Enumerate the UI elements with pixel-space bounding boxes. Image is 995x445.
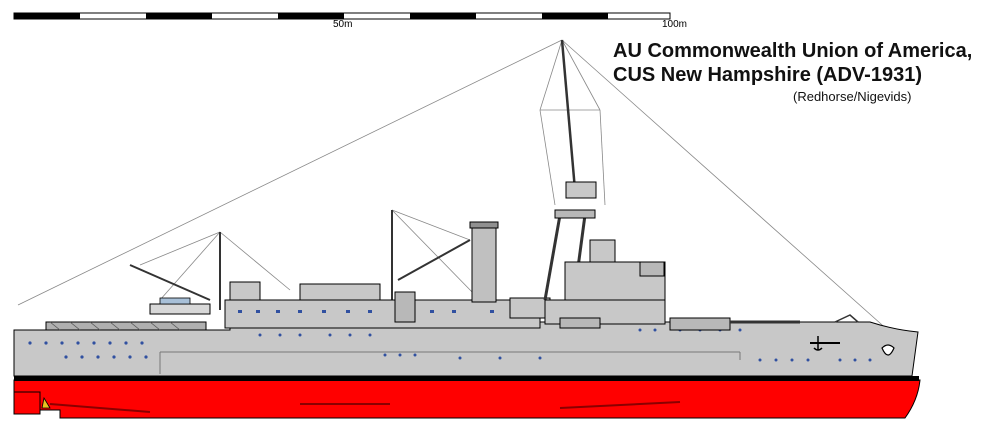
main-turrets [559,317,800,331]
scale-label-end: 100m [662,19,688,30]
propeller-rudder [13,391,151,415]
foremast [543,39,666,325]
bilge-keels [300,401,681,409]
title-line-2: CUS New Hampshire (ADV-1931) [613,64,922,86]
superstructure [224,221,551,329]
aft-catapult [45,297,211,331]
aft-crane [129,210,471,310]
boot-top [14,376,919,381]
anchor-icon [812,336,824,351]
title-line-1: AU Commonwealth Union of America, [613,40,973,62]
scale-bar [13,12,671,20]
scale-label-mid: 50m [333,19,353,30]
rigging-lines [17,39,891,333]
superstructure-windows [238,310,494,313]
credit-text: (Redhorse/Nigevids) [793,89,912,104]
hull-lower-red [13,379,921,419]
ship-crest-icon [881,344,895,356]
